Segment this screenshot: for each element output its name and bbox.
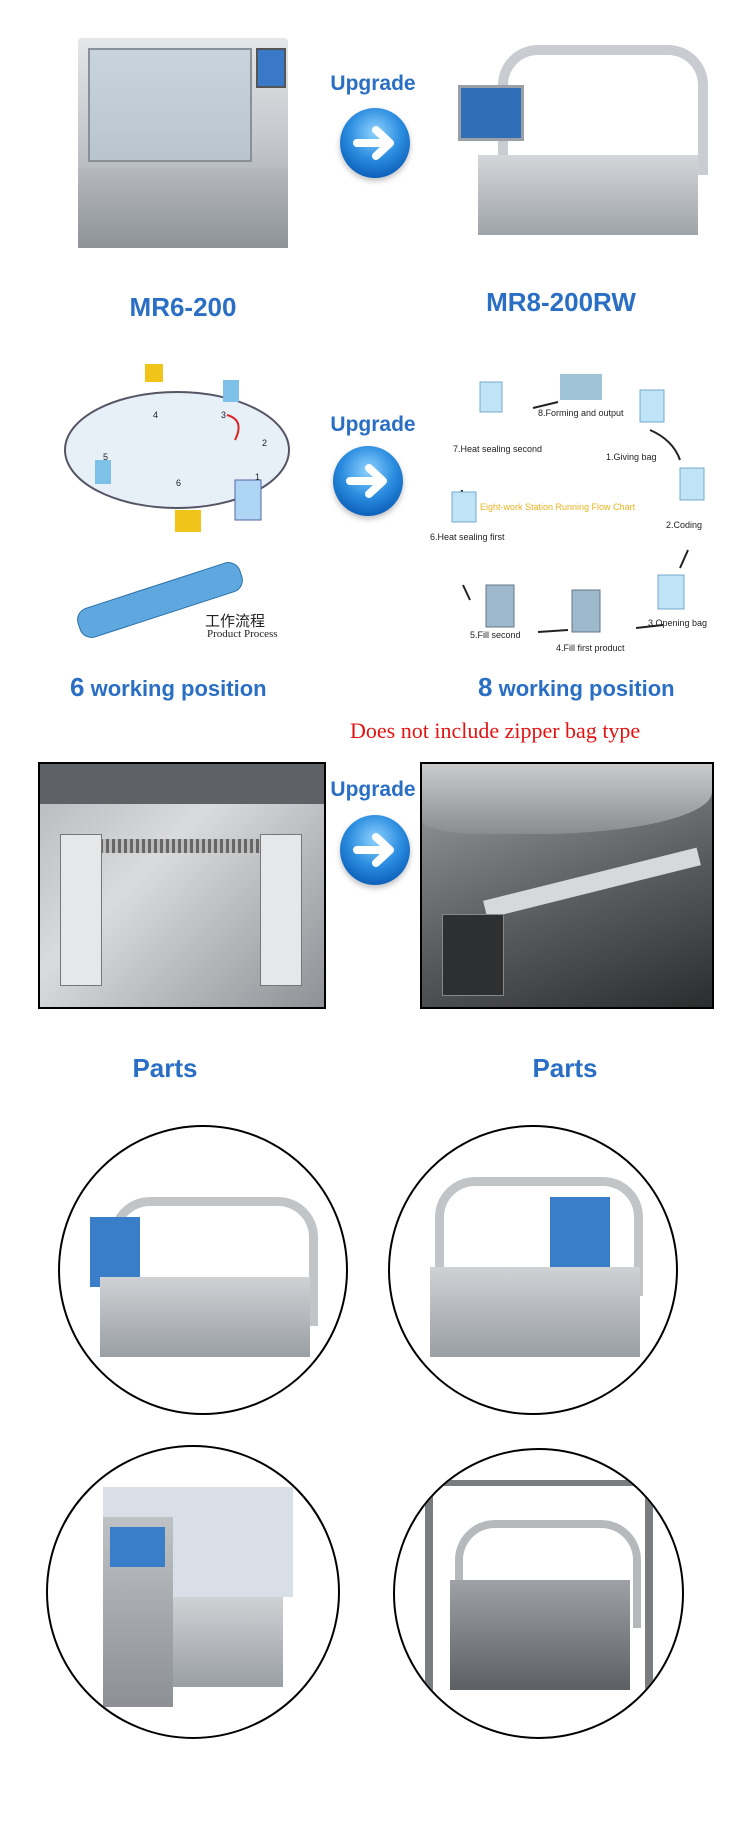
eight-working-position-caption: 8 working position xyxy=(478,672,718,703)
upgrade-label-3: Upgrade xyxy=(330,778,416,801)
upgrade-label-2: Upgrade xyxy=(330,413,416,436)
process-en-label: Product Process xyxy=(207,628,278,640)
parts-label-right: Parts xyxy=(532,1053,598,1083)
upgrade-arrow-icon-3 xyxy=(340,815,410,885)
new-gripper-parts-photo xyxy=(420,762,714,1009)
flow-step-6: 6.Heat sealing first xyxy=(430,532,505,542)
six-number: 6 xyxy=(70,672,85,702)
machine-photo-circle-3 xyxy=(46,1445,340,1739)
flow-step-3: 3.Opening bag xyxy=(648,618,708,628)
machine-photo-circle-1 xyxy=(58,1125,348,1415)
upgrade-label-1: Upgrade xyxy=(330,72,416,95)
station-4: 4 xyxy=(153,410,159,420)
station-1: 1 xyxy=(255,472,261,482)
upgrade-arrow-icon-1 xyxy=(340,108,410,178)
station-3: 3 xyxy=(221,410,227,420)
flow-step-5: 5.Fill second xyxy=(470,630,521,640)
eight-number: 8 xyxy=(478,672,493,702)
machine-photo-circle-4 xyxy=(393,1448,684,1739)
flow-step-8: 8.Forming and output xyxy=(538,408,624,418)
station-5: 5 xyxy=(103,452,109,462)
station-6: 6 xyxy=(176,478,182,488)
model-mr6-200: MR6-200 xyxy=(129,292,237,322)
flow-chart-title: Eight-work Station Running Flow Chart xyxy=(480,502,636,512)
eight-caption-text: working position xyxy=(498,676,675,701)
flow-step-7: 7.Heat sealing second xyxy=(453,444,543,454)
model-mr8-200rw: MR8-200RW xyxy=(486,287,636,317)
six-working-position-caption: 6 working position xyxy=(70,672,300,703)
flow-step-4: 4.Fill first product xyxy=(556,643,625,653)
mr8-200rw-machine-image xyxy=(458,45,708,240)
old-gripper-parts-photo xyxy=(38,762,326,1009)
station-2: 2 xyxy=(262,438,268,448)
flow-step-2: 2.Coding xyxy=(666,520,703,530)
eight-station-flow-chart: 8.Forming and output 7.Heat sealing seco… xyxy=(418,360,718,660)
zipper-bag-note: Does not include zipper bag type xyxy=(350,718,641,743)
parts-label-left: Parts xyxy=(132,1053,198,1083)
flow-step-1: 1.Giving bag xyxy=(606,452,657,462)
mr6-200-machine-image xyxy=(78,38,288,248)
upgrade-arrow-icon-2 xyxy=(333,446,403,516)
process-cn-label: 工作流程 xyxy=(205,612,266,630)
six-caption-text: working position xyxy=(90,676,267,701)
six-station-process-diagram: 1 2 3 4 5 6 工作流程 Product Process xyxy=(55,360,305,645)
machine-photo-circle-2 xyxy=(388,1125,678,1415)
